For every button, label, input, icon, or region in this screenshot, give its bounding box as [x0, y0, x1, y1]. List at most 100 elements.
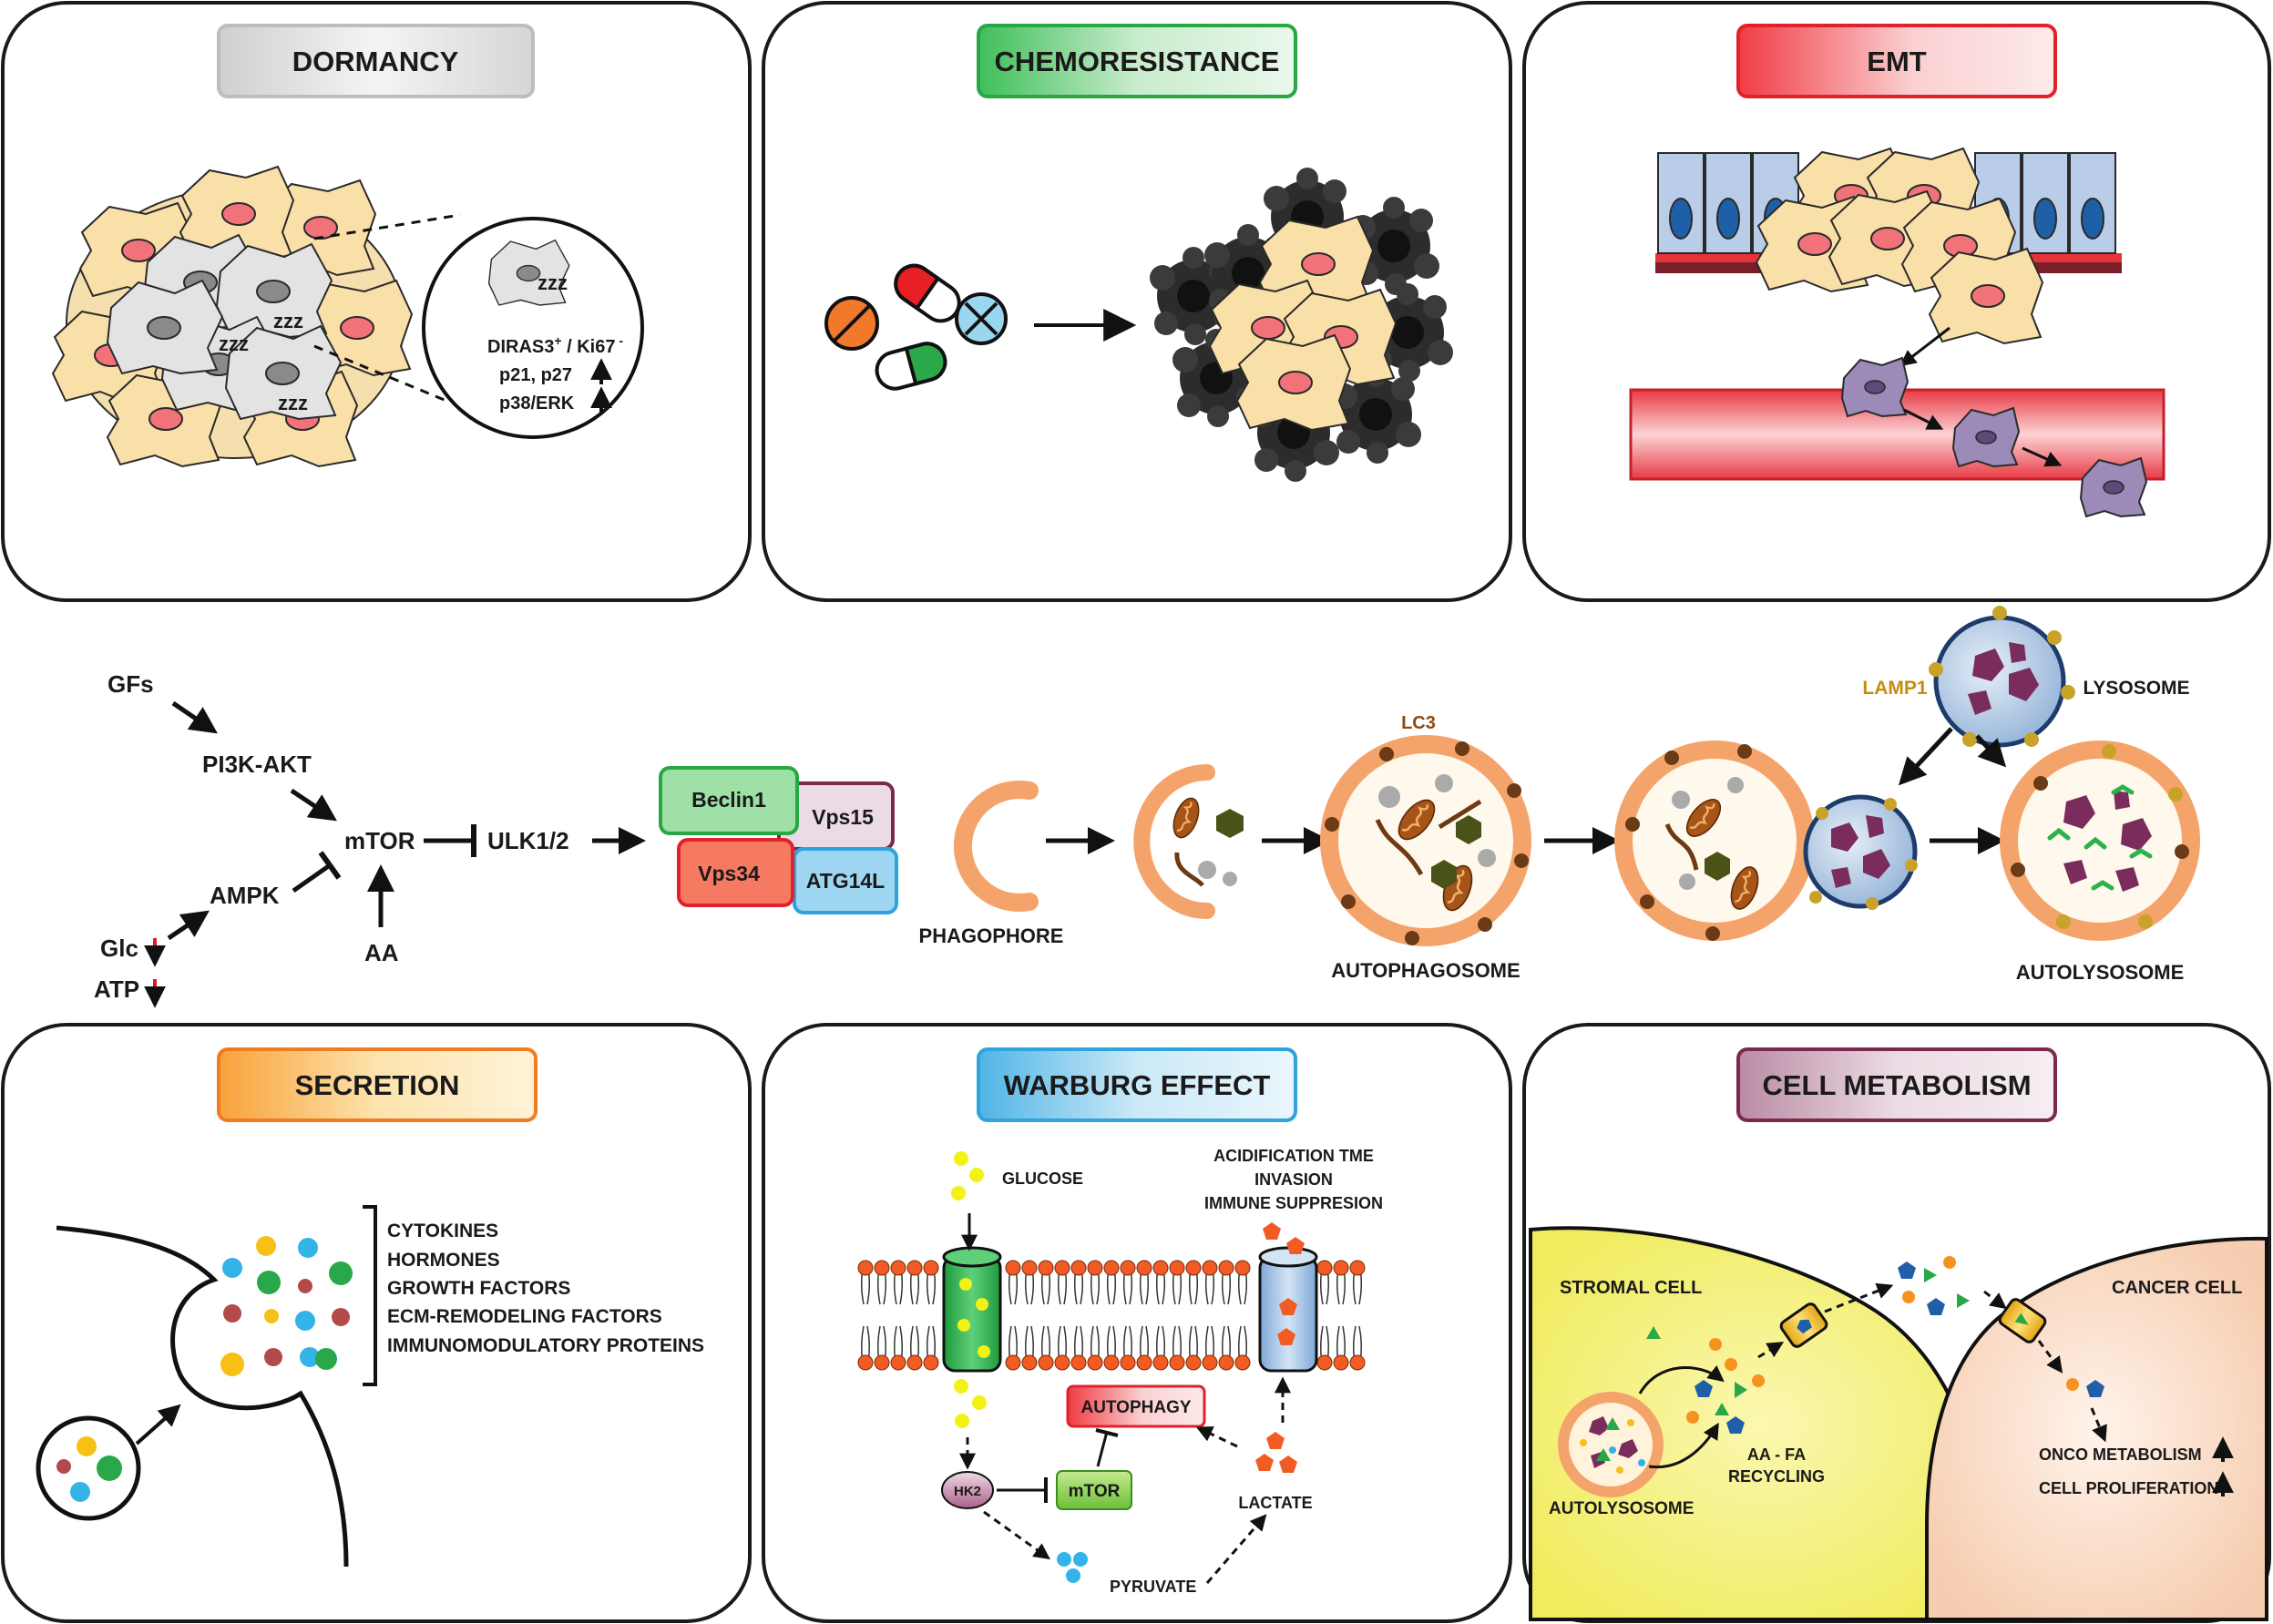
recycling-arrow — [1638, 1364, 1725, 1394]
warburg-mtor-box — [1056, 1470, 1132, 1510]
lipid-head — [1054, 1354, 1070, 1371]
lipid-head — [1349, 1354, 1366, 1371]
lipid-head — [890, 1260, 906, 1276]
hk2-node — [941, 1471, 994, 1509]
autophagy-box — [1066, 1384, 1206, 1428]
recycling-arrow — [1648, 1422, 1719, 1469]
lipid-head — [1349, 1260, 1366, 1276]
lipid-head — [1070, 1354, 1087, 1371]
vps34-box — [677, 838, 794, 907]
import-arrow — [1983, 1290, 2007, 1310]
atp-label: ATP — [94, 975, 139, 1003]
pyruvate-label: PYRUVATE — [1110, 1578, 1196, 1596]
cancer-cell-label: CANCER CELL — [2112, 1278, 2242, 1298]
sleep-label: zzz — [219, 332, 249, 355]
inhibition-bar — [318, 851, 342, 880]
lipid-head — [1333, 1260, 1349, 1276]
lipid-head — [1120, 1354, 1136, 1371]
lipid-head — [857, 1354, 874, 1371]
cell-proliferation-label: CELL PROLIFERATION — [2039, 1479, 2218, 1497]
autophagy-label: AUTOPHAGY — [1080, 1398, 1191, 1417]
autolysosome — [2000, 741, 2200, 941]
sleep-label: zzz — [538, 271, 568, 294]
epithelial-layer — [1655, 148, 2122, 344]
tumor-mass: zzz zzz zzz — [52, 166, 413, 467]
glucose-molecules — [951, 1151, 984, 1200]
intracellular-glucose — [954, 1379, 987, 1428]
secretion-item: ECM-REMODELING FACTORS — [387, 1306, 662, 1327]
lipid-head — [890, 1354, 906, 1371]
lipid-head — [1152, 1354, 1169, 1371]
ulk-label: ULK1/2 — [487, 827, 569, 854]
pi3k-label: PI3K-AKT — [202, 751, 312, 778]
lipid-head — [906, 1354, 923, 1371]
lactate-molecules — [1255, 1432, 1297, 1473]
green-capsule-icon — [875, 342, 947, 391]
stromal-cell-label: STROMAL CELL — [1560, 1278, 1702, 1298]
lipid-head — [1054, 1260, 1070, 1276]
secretion-arrow — [135, 1404, 181, 1445]
dormancy-title: DORMANCY — [292, 46, 459, 77]
warburg-arrow — [1195, 1426, 1238, 1448]
export-arrow — [1757, 1342, 1785, 1359]
atg14l-label: ATG14L — [806, 869, 885, 893]
glucose-label: GLUCOSE — [1002, 1169, 1083, 1188]
warburg-mtor-label: mTOR — [1069, 1482, 1121, 1501]
import-arrow — [2037, 1340, 2063, 1374]
gfs-label: GFs — [108, 670, 154, 698]
lipid-head — [923, 1354, 939, 1371]
recycled-nutrients — [1646, 1326, 1765, 1434]
lipid-head — [1316, 1354, 1333, 1371]
stromal-autolysosome-label: AUTOLYSOSOME — [1549, 1499, 1694, 1518]
lipid-head — [1234, 1260, 1251, 1276]
lipid-head — [1169, 1354, 1185, 1371]
stromal-transporter — [1779, 1302, 1828, 1348]
lipid-head — [1169, 1260, 1185, 1276]
warburg-arrow — [983, 1510, 1050, 1560]
dormant-cell-zoom — [422, 217, 644, 439]
recycling-label-line2: RECYCLING — [1728, 1467, 1825, 1486]
secretion-item: CYTOKINES — [387, 1221, 498, 1241]
hk2-label: HK2 — [954, 1484, 981, 1499]
warburg-outcome: INVASION — [1254, 1170, 1333, 1189]
lipid-head — [1103, 1354, 1120, 1371]
recycling-label-line1: AA - FA — [1747, 1445, 1806, 1464]
lipid-head — [1021, 1354, 1038, 1371]
secretion-item: GROWTH FACTORS — [387, 1278, 570, 1299]
zoom-line — [313, 213, 461, 240]
lipid-head — [1103, 1260, 1120, 1276]
lipid-head — [1005, 1260, 1021, 1276]
lipid-head — [1202, 1260, 1218, 1276]
stromal-autolysosome — [1558, 1392, 1664, 1497]
autophagosome-label: AUTOPHAGOSOME — [1331, 959, 1520, 982]
lipid-head — [874, 1260, 890, 1276]
warburg-arrow — [1205, 1514, 1267, 1584]
lipid-bilayer — [857, 1260, 1366, 1371]
zoom-line — [313, 344, 447, 403]
warburg-outcome: IMMUNE SUPPRESION — [1204, 1194, 1383, 1212]
lysosome — [1929, 606, 2075, 748]
pathway-arrow — [171, 700, 218, 734]
emt-arrow — [1899, 326, 1950, 367]
cell-metabolism-title: CELL METABOLISM — [1762, 1069, 2031, 1101]
import-arrow — [2090, 1407, 2107, 1443]
warburg-title-badge — [977, 1047, 1297, 1122]
lysosome-arrow — [1975, 734, 2007, 768]
fusing-lysosome — [1803, 794, 1918, 910]
secretion-bracket — [363, 1205, 377, 1386]
secretion-item: HORMONES — [387, 1250, 500, 1271]
pathway-arrow — [167, 910, 210, 941]
lipid-head — [906, 1260, 923, 1276]
lipid-head — [1087, 1260, 1103, 1276]
red-capsule-icon — [894, 263, 961, 323]
lc3-label: LC3 — [1401, 713, 1436, 733]
panel-warburg — [762, 1023, 1512, 1623]
emt-title: EMT — [1867, 46, 1927, 77]
secretion-item: IMMUNOMODULATORY PROTEINS — [387, 1335, 704, 1356]
drug-icons — [824, 263, 1008, 391]
lipid-head — [1152, 1260, 1169, 1276]
lipid-head — [923, 1260, 939, 1276]
fusion-autophagosome — [1614, 741, 1815, 941]
extracellular-nutrients — [1898, 1256, 1970, 1315]
